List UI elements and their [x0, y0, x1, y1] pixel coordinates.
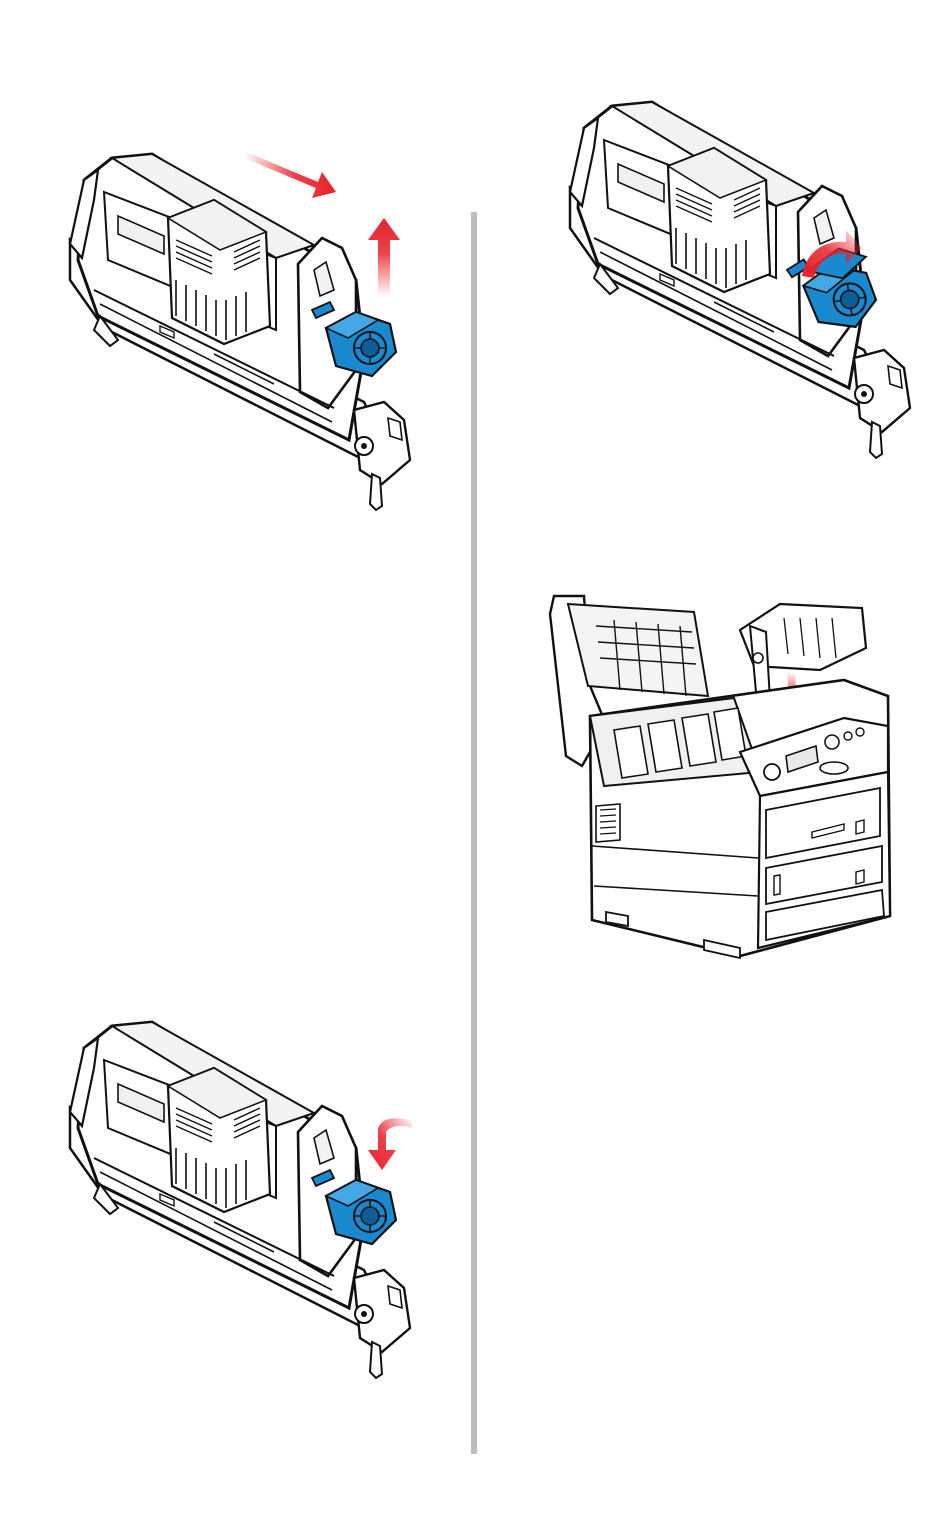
arrow-curved-down-icon: [368, 1116, 412, 1170]
drum-unit-insert-toner-illustration: [56, 1000, 436, 1360]
column-divider: [471, 212, 477, 1454]
drum-unit-rotate-illustration: [556, 80, 946, 420]
arrow-lift-up-icon: [368, 218, 400, 296]
printer-insert-drum-illustration: [544, 596, 904, 960]
arrow-slide-right-icon: [244, 152, 336, 198]
drum-unit-remove-illustration: [56, 118, 436, 478]
